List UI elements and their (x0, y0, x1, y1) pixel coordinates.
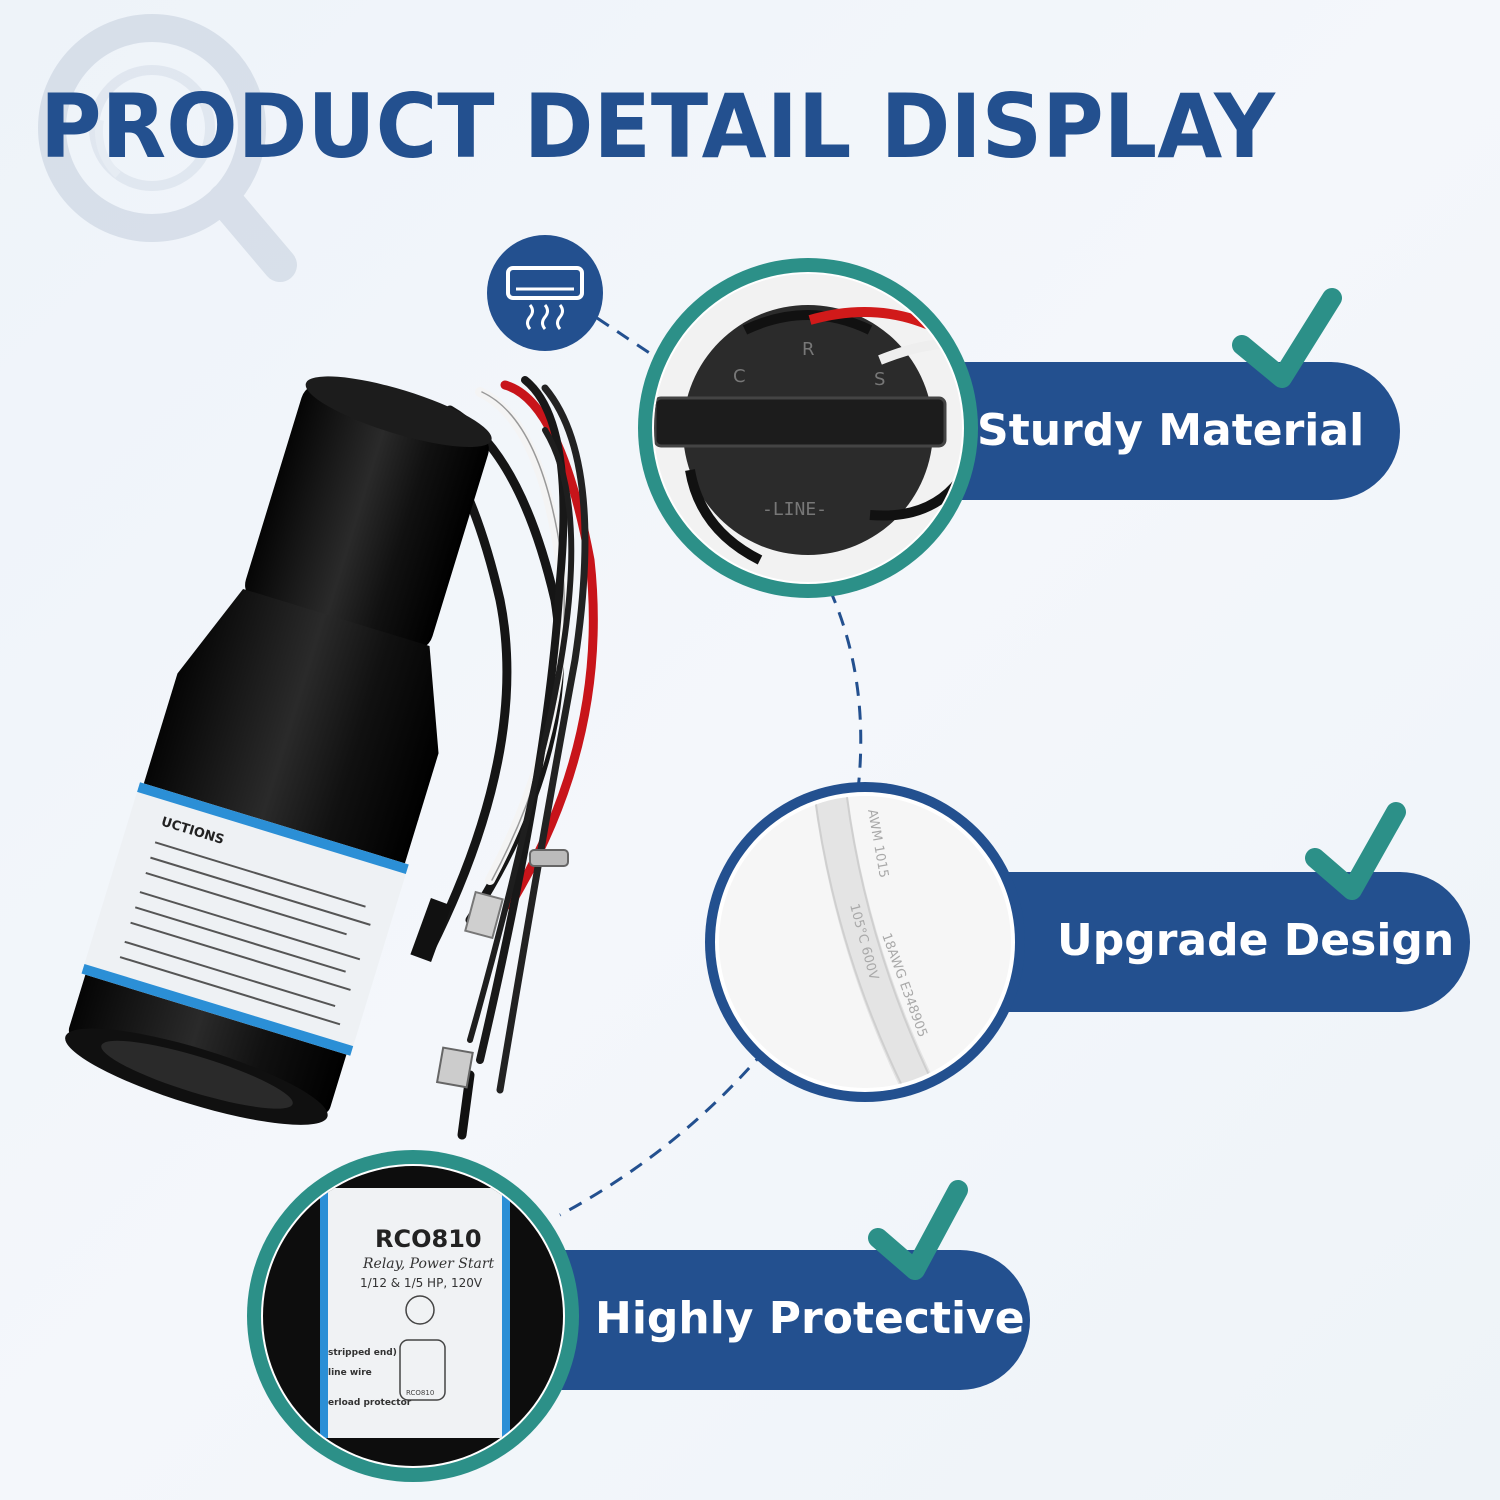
feature-pill-highly-protective (525, 1250, 1030, 1390)
dashed-connector (559, 316, 863, 1217)
label-line-1: Relay, Power Start (362, 1256, 495, 1272)
feature-photo-sturdy-material: C R S -LINE- (638, 258, 978, 598)
feature-label-sturdy-material: Sturdy Material (977, 405, 1364, 456)
feature-label-upgrade-design: Upgrade Design (1057, 915, 1454, 966)
magnifier-watermark-icon (38, 14, 297, 282)
terminal-label-s: S (874, 369, 885, 390)
feature-photo-upgrade-design: AWM 1015 105°C 600V 18AWG E348905 (705, 782, 1025, 1102)
feature-photo-highly-protective: RCO810 Relay, Power Start 1/12 & 1/5 HP,… (247, 1150, 579, 1482)
terminal-label-c: C (733, 366, 746, 387)
feature-pill-sturdy-material (900, 362, 1400, 500)
label-line-2: 1/12 & 1/5 HP, 120V (360, 1276, 483, 1290)
label-diagram-caption: RCO810 (406, 1389, 434, 1397)
checkmark-icon (1305, 802, 1406, 900)
page-title: PRODUCT DETAIL DISPLAY (40, 75, 1276, 178)
terminal-label-r: R (802, 339, 815, 360)
checkmark-icon (868, 1180, 968, 1280)
feature-label-highly-protective: Highly Protective (595, 1293, 1025, 1344)
feature-pill-upgrade-design (960, 872, 1470, 1012)
product-relay-image: UCTIONS (65, 376, 598, 1140)
label-model: RCO810 (375, 1225, 482, 1253)
label-note-3: erload protector (328, 1398, 412, 1408)
label-note-2: line wire (328, 1368, 372, 1378)
air-conditioner-icon (487, 235, 603, 351)
terminal-label-line: -LINE- (762, 499, 827, 520)
checkmark-icon (1232, 288, 1342, 388)
label-note-1: stripped end) (328, 1348, 397, 1358)
